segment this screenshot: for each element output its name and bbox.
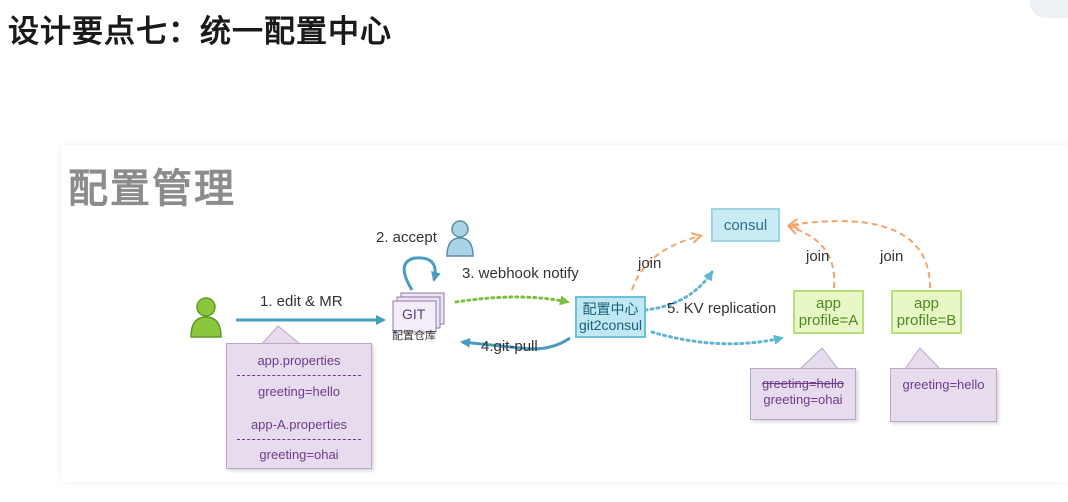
note-a-bubble-tail (798, 347, 840, 370)
step-accept-label: 2. accept (376, 229, 437, 246)
note-a-old-value: greeting=hello (761, 376, 845, 391)
app-b-line2: profile=B (896, 312, 957, 329)
git-pull-arrow (460, 336, 571, 351)
app-a-config-note: greeting=hello greeting=ohai (750, 368, 856, 420)
app-b-line1: app (913, 295, 940, 312)
git2consul-line2: git2consul (578, 317, 643, 333)
join-label-1: join (638, 255, 662, 272)
note-b-value: greeting=hello (902, 377, 985, 392)
note-b-bubble-tail (904, 347, 942, 370)
app-a-line2: profile=A (798, 312, 859, 329)
props-file2: app-A.properties (250, 417, 348, 432)
user-icon (190, 297, 222, 338)
join-arrow-app-b (790, 221, 931, 289)
kv-replication-to-consul-arrow (643, 270, 714, 312)
accept-loop-arrow (402, 256, 441, 291)
step-edit-label: 1. edit & MR (260, 293, 343, 310)
kv-replication-to-app-arrow (650, 330, 784, 346)
app-a-line1: app (815, 295, 842, 312)
join-label-2: join (806, 248, 830, 265)
git-label: GIT (402, 306, 426, 322)
git2consul-line1: 配置中心 (582, 301, 639, 317)
props-file1: app.properties (257, 353, 341, 368)
step-pull-label: 4.git-pull (481, 338, 538, 355)
note-a-new-value: greeting=ohai (763, 392, 843, 407)
props-value2: greeting=ohai (259, 447, 339, 462)
consul-box: consul (711, 208, 780, 242)
props-separator-2 (237, 439, 361, 440)
corner-tab (1030, 0, 1068, 18)
properties-callout: app.properties greeting=hello app-A.prop… (226, 343, 372, 469)
app-b-box: app profile=B (891, 290, 962, 334)
git-repo-sub-label: 配置仓库 (392, 330, 436, 342)
reviewer-icon (446, 220, 474, 257)
slide-title: 配置管理 (68, 166, 236, 212)
step-webhook-label: 3. webhook notify (462, 265, 579, 282)
join-arrow-app-a (790, 227, 836, 289)
step-replication-label: 5. KV replication (667, 300, 777, 317)
props-bubble-tail (260, 325, 302, 345)
webhook-arrow (454, 295, 570, 306)
join-label-3: join (880, 248, 904, 265)
git-repo-icon (392, 292, 445, 333)
props-value1: greeting=hello (257, 384, 341, 399)
page-title: 设计要点七：统一配置中心 (8, 14, 392, 50)
app-b-config-note: greeting=hello (890, 368, 997, 422)
app-a-box: app profile=A (793, 290, 864, 334)
git2consul-box: 配置中心 git2consul (575, 296, 646, 338)
join-arrow-git2consul (631, 236, 700, 291)
consul-label: consul (723, 216, 768, 234)
props-separator-1 (237, 375, 361, 376)
